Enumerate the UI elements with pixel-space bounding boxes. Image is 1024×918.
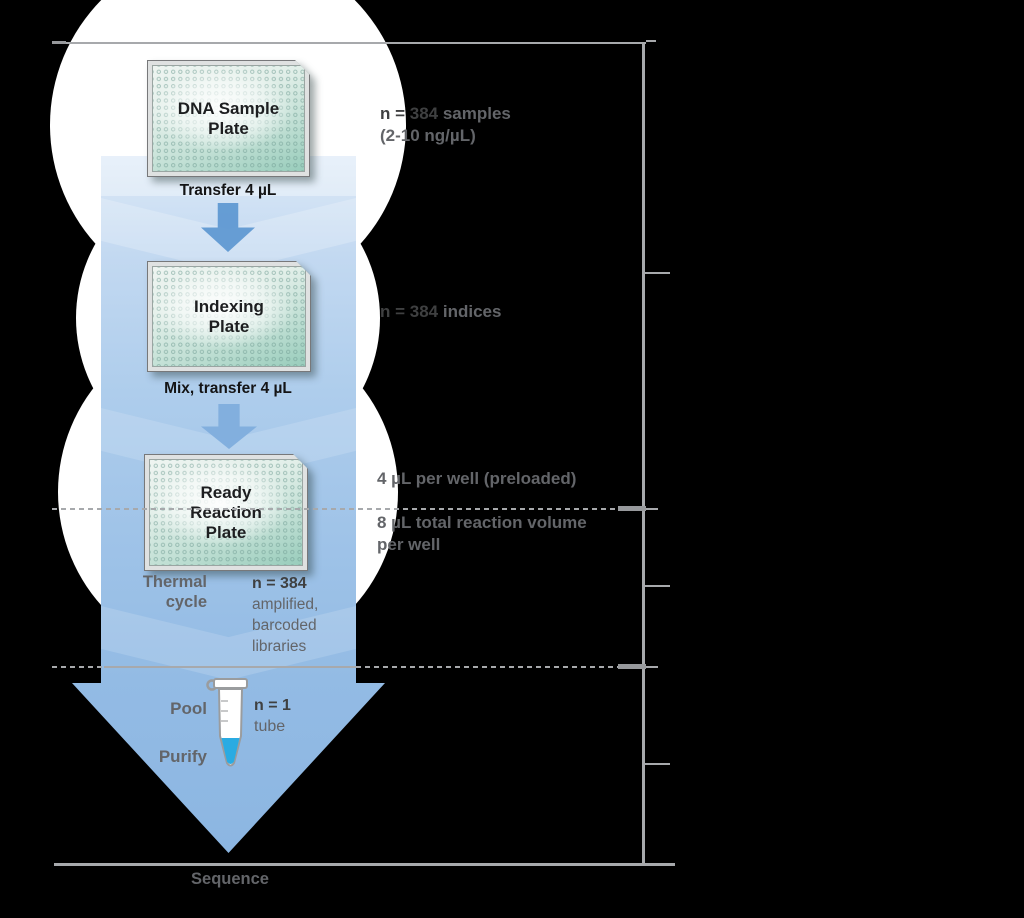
bracket-top-line bbox=[52, 42, 646, 44]
plate-label: DNA Sample Plate bbox=[177, 98, 280, 138]
sequence-label: Sequence bbox=[191, 870, 269, 888]
bracket-bottom-line bbox=[54, 863, 675, 866]
bracket-tick-1 bbox=[644, 272, 670, 274]
bracket-top-right-nub bbox=[646, 40, 656, 42]
plate-label: Ready Reaction Plate bbox=[190, 482, 262, 542]
bracket-top-left-tick bbox=[52, 41, 66, 44]
microcentrifuge-tube-icon bbox=[206, 678, 248, 767]
plate-384-well-graphic: DNA Sample Plate bbox=[147, 60, 310, 177]
divider-thick-segment-1 bbox=[618, 506, 646, 511]
stage3-annotation-volume: 8 µL total reaction volume per well bbox=[377, 513, 587, 554]
divider-right-tick-2 bbox=[646, 666, 658, 668]
stage3-annotation-preloaded: 4 µL per well (preloaded) bbox=[377, 469, 577, 488]
stage2-annotation: n = 384 indices bbox=[380, 302, 502, 321]
divider-line-pool-left bbox=[52, 666, 104, 668]
divider-line-pool-right bbox=[356, 666, 620, 668]
dna-sample-plate: DNA Sample Plate bbox=[147, 60, 310, 177]
libraries-annotation: n = 384 amplified, barcoded libraries bbox=[252, 575, 319, 655]
pool-label: Pool bbox=[170, 699, 207, 718]
plate-384-well-graphic: Ready Reaction Plate bbox=[144, 454, 308, 571]
bracket-tick-3 bbox=[644, 763, 670, 765]
bracket-tick-2 bbox=[644, 585, 670, 587]
mix-transfer-step-label: Mix, transfer 4 µL bbox=[164, 380, 292, 397]
divider-line-pool-mid bbox=[104, 666, 356, 668]
tube-annotation: n = 1 tube bbox=[254, 697, 291, 735]
thermal-cycle-label: Thermal cycle bbox=[142, 573, 207, 611]
transfer-step-label: Transfer 4 µL bbox=[179, 182, 277, 199]
plate-label: Indexing Plate bbox=[194, 296, 264, 336]
purify-label: Purify bbox=[158, 747, 207, 766]
stage1-annotation: n = 384 samples (2-10 ng/µL) bbox=[380, 104, 511, 145]
divider-right-tick-1 bbox=[646, 508, 658, 510]
bracket-vertical-line bbox=[642, 42, 645, 866]
ready-reaction-plate: Ready Reaction Plate bbox=[144, 454, 308, 571]
indexing-plate: Indexing Plate bbox=[147, 261, 311, 372]
divider-thick-segment-2 bbox=[618, 664, 646, 669]
plate-384-well-graphic: Indexing Plate bbox=[147, 261, 311, 372]
divider-line-preloaded bbox=[52, 508, 620, 510]
